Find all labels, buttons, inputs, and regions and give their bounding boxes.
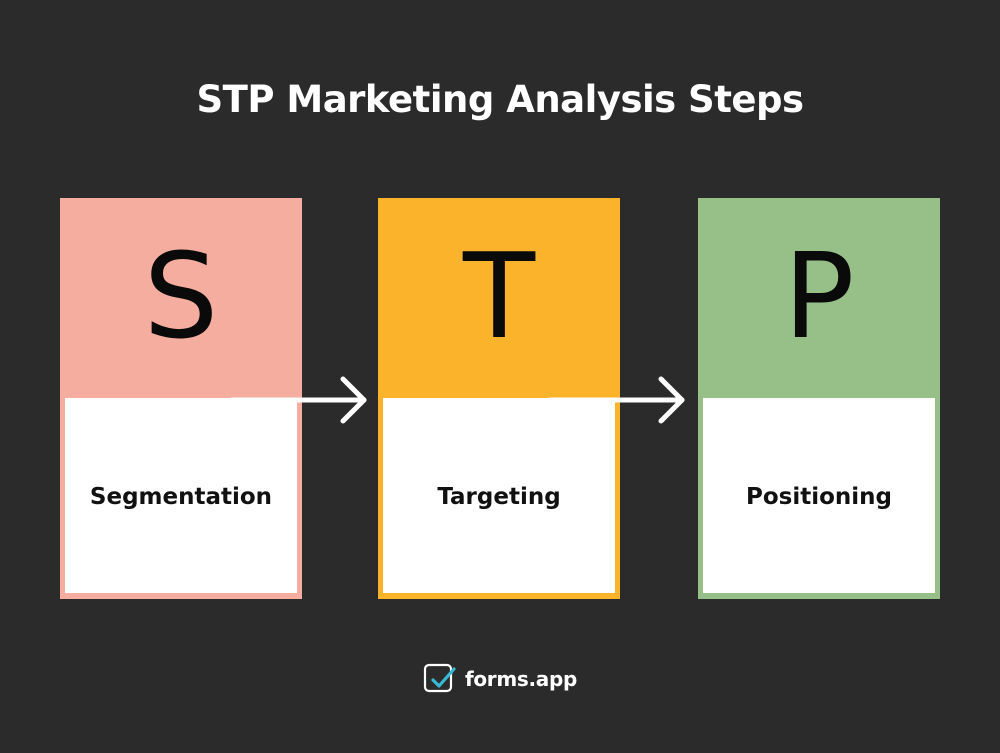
step-letter-s: S: [143, 227, 219, 365]
step-label-segmentation: Segmentation: [89, 484, 273, 510]
forms-app-logo-icon: [423, 663, 456, 693]
step-card-targeting: T Targeting: [378, 198, 620, 599]
step-letter-t: T: [462, 227, 536, 365]
step-card-positioning: P Positioning: [698, 198, 940, 599]
brand-name: forms.app: [464, 667, 578, 691]
step-card-segmentation: S Segmentation: [60, 198, 302, 599]
step-letter-p: P: [783, 227, 855, 365]
step-label-positioning: Positioning: [745, 484, 892, 510]
diagram-title: STP Marketing Analysis Steps: [196, 78, 805, 121]
step-label-box-targeting: Targeting: [383, 398, 615, 593]
step-label-box-segmentation: Segmentation: [65, 398, 297, 593]
footer-branding: forms.app: [0, 662, 1000, 696]
step-label-box-positioning: Positioning: [703, 398, 935, 593]
step-label-targeting: Targeting: [437, 484, 561, 510]
